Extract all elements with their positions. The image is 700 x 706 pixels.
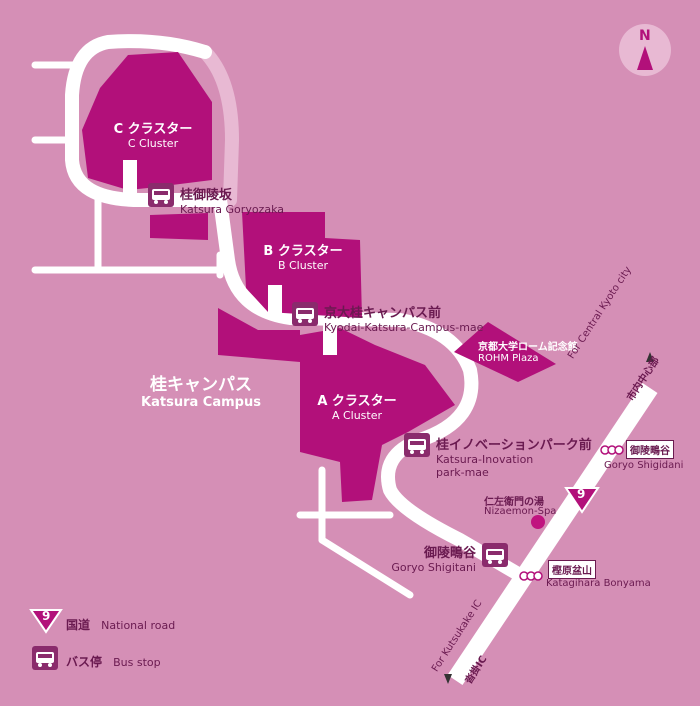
legend-bus-stop-icon xyxy=(32,646,58,670)
nizaemon-spa-dot xyxy=(531,515,545,529)
campus-jp: 桂キャンパス xyxy=(150,375,252,395)
campus-en: Katsura Campus xyxy=(141,395,261,410)
main-road xyxy=(65,34,532,585)
b-cluster-en: B Cluster xyxy=(277,259,329,272)
legend-national-jp: 国道 xyxy=(66,618,91,632)
rohm-en: ROHM Plaza xyxy=(478,353,539,364)
compass-letter: N xyxy=(639,28,651,44)
inov-jp: 桂イノベーションパーク前 xyxy=(436,438,592,453)
shigitani-en: Goryo Shigitani xyxy=(391,561,476,574)
legend-bus-jp: バス停 xyxy=(66,655,103,669)
compass-arrow-icon xyxy=(637,46,653,70)
goryozaka-jp: 桂御陵坂 xyxy=(180,188,233,203)
goryozaka-en: Katsura Goryozaka xyxy=(180,203,284,216)
c-cluster-annex xyxy=(150,213,208,240)
inov-en1: Katsura-Inovation xyxy=(436,453,534,466)
bus-stop-shigitani-label: 御陵鴫谷 Goryo Shigitani xyxy=(380,542,476,574)
kyodai-jp: 京大桂キャンパス前 xyxy=(324,306,442,321)
national-road-9 xyxy=(447,383,658,685)
intersection-bonyama-box: 樫原盆山 xyxy=(548,560,596,579)
legend-route-number: 9 xyxy=(42,609,51,623)
buildings xyxy=(82,52,556,502)
a-cluster-label: A クラスター A Cluster xyxy=(312,390,402,422)
kyodai-en: Kyodai-Katsura-Campus-mae xyxy=(324,321,484,334)
nizaemon-spa-label: 仁左衛門の湯 xyxy=(484,493,544,508)
side-roads xyxy=(31,61,414,599)
c-cluster-en: C Cluster xyxy=(127,137,179,150)
nizaemon-spa-en-label: Nizaemon-Spa xyxy=(484,506,557,517)
legend-national-road: 国道 National road xyxy=(66,614,175,633)
legend-route-shield-icon xyxy=(29,609,63,634)
bus-stop-icon xyxy=(404,433,430,457)
bus-stop-icon xyxy=(148,183,174,207)
arrow-to-kutsukake-icon xyxy=(444,674,452,684)
intersection-shigidani-box: 御陵鴫谷 xyxy=(626,440,674,459)
bus-stop-kyodai-label: 京大桂キャンパス前 Kyodai-Katsura-Campus-mae xyxy=(324,302,483,334)
arrow-to-kyoto-icon xyxy=(646,352,654,362)
intersection-bonyama-marker xyxy=(519,571,543,581)
bus-stop-goryozaka-label: 桂御陵坂 Katsura Goryozaka xyxy=(180,184,284,216)
route-9-number: 9 xyxy=(577,487,586,501)
legend-bus-stop: バス停 Bus stop xyxy=(66,651,161,670)
b-cluster-jp: B クラスター xyxy=(263,244,343,259)
c-cluster-building xyxy=(82,52,212,190)
rohm-jp: 京都大学ローム記念館 xyxy=(478,342,578,353)
connector-roads xyxy=(123,160,337,355)
intersection-shigidani-en: Goryo Shigidani xyxy=(604,460,684,471)
legend-bus-en: Bus stop xyxy=(113,656,161,669)
route-9-shield-icon xyxy=(564,487,600,514)
legend-national-en: National road xyxy=(101,619,176,632)
shigitani-jp: 御陵鴫谷 xyxy=(423,546,476,561)
intersection-shigidani-marker xyxy=(600,445,624,455)
c-cluster-label: C クラスター C Cluster xyxy=(108,118,198,150)
bus-stop-icon xyxy=(292,302,318,326)
a-cluster-jp: A クラスター xyxy=(317,394,397,409)
a-cluster-building xyxy=(218,308,455,502)
a-cluster-en: A Cluster xyxy=(331,409,383,422)
rohm-plaza-building xyxy=(454,322,556,382)
nizaemon-jp: 仁左衛門の湯 xyxy=(484,497,544,508)
b-cluster-label: B クラスター B Cluster xyxy=(258,240,348,272)
bus-stop-icon xyxy=(482,543,508,567)
rohm-plaza-label: 京都大学ローム記念館 ROHM Plaza xyxy=(478,338,578,364)
katsura-campus-label: 桂キャンパス Katsura Campus xyxy=(128,370,274,410)
intersection-bonyama-en: Katagihara Bonyama xyxy=(546,578,651,589)
road-light-segment xyxy=(198,45,240,207)
c-cluster-jp: C クラスター xyxy=(113,122,193,137)
inov-en2: park-mae xyxy=(436,466,489,479)
bus-stop-inov-label: 桂イノベーションパーク前 Katsura-Inovation park-mae xyxy=(436,434,592,479)
